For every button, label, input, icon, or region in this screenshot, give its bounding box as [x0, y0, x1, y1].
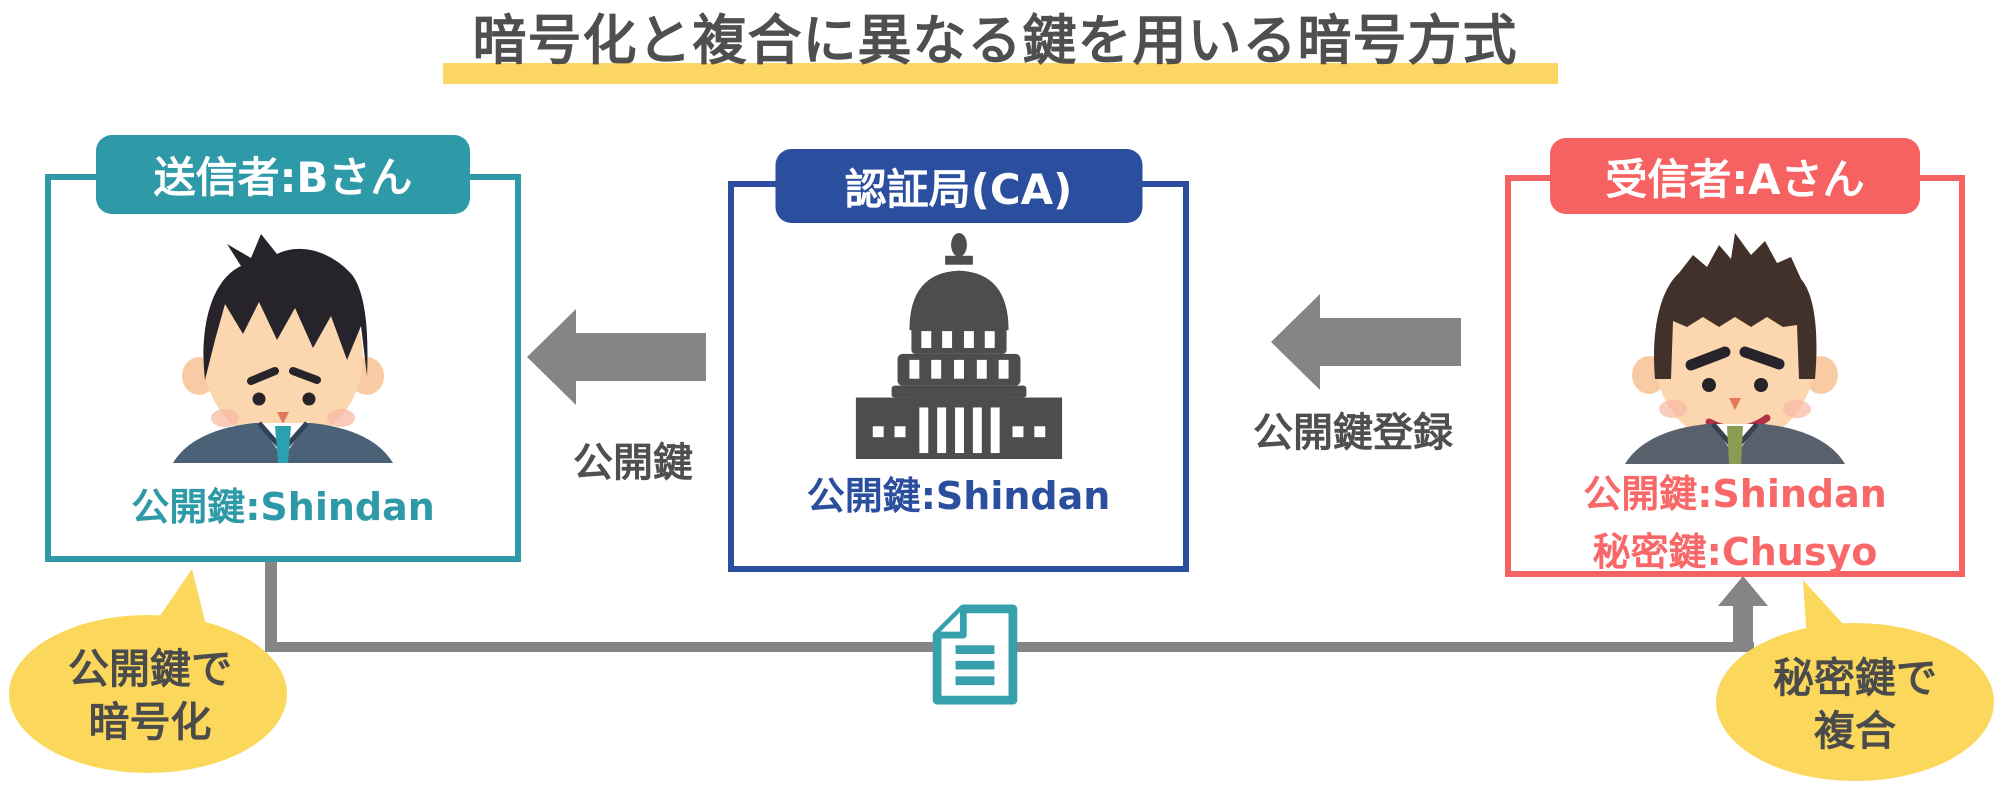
receiver-box: 受信者:Aさん 公開鍵:Shindan 秘密鍵:Chusyo	[1505, 138, 1965, 577]
ca-box-label: 認証局(CA)	[775, 149, 1142, 223]
encrypt-bubble-line1: 公開鍵で	[68, 644, 232, 693]
receiver-public-key-text: 公開鍵:Shindan	[1583, 472, 1887, 516]
decrypt-bubble-line2: 複合	[1814, 707, 1896, 755]
receiver-box-label: 受信者:Aさん	[1550, 138, 1920, 214]
sender-box-label: 送信者:Bさん	[96, 135, 470, 214]
ca-public-key-text: 公開鍵:Shindan	[806, 474, 1111, 518]
receiver-private-key-text: 秘密鍵:Chusyo	[1592, 530, 1878, 574]
key-registration-arrow-icon	[1271, 294, 1461, 390]
encrypt-bubble-shape	[9, 569, 287, 773]
government-building-icon	[855, 232, 1062, 459]
public-key-arrow-icon	[527, 309, 706, 405]
key-registration-arrow-label: 公開鍵登録	[1253, 410, 1453, 456]
man-b-avatar-icon	[173, 234, 393, 463]
decrypt-bubble: 秘密鍵で 複合	[1710, 572, 2000, 786]
decrypt-bubble-line1: 秘密鍵で	[1773, 653, 1937, 702]
man-a-avatar-icon	[1625, 233, 1845, 464]
certificate-authority-box: 認証局(CA)	[728, 149, 1189, 572]
public-key-arrow-label: 公開鍵	[573, 440, 693, 486]
sender-box: 送信者:Bさん 公開鍵:Shindan	[45, 135, 521, 562]
document-icon	[932, 604, 1018, 705]
encrypt-bubble-line2: 暗号化	[88, 698, 212, 746]
page-title: 暗号化と複合に異なる鍵を用いる暗号方式	[442, 6, 1558, 85]
encrypt-bubble-text: 公開鍵で 暗号化	[5, 615, 295, 777]
decrypt-bubble-shape	[1716, 580, 1994, 781]
decrypt-bubble-text: 秘密鍵で 複合	[1710, 624, 2000, 786]
page-title-wrap: 暗号化と複合に異なる鍵を用いる暗号方式	[0, 6, 2000, 85]
encrypt-bubble: 公開鍵で 暗号化	[5, 563, 295, 777]
sender-public-key-text: 公開鍵:Shindan	[131, 485, 435, 529]
